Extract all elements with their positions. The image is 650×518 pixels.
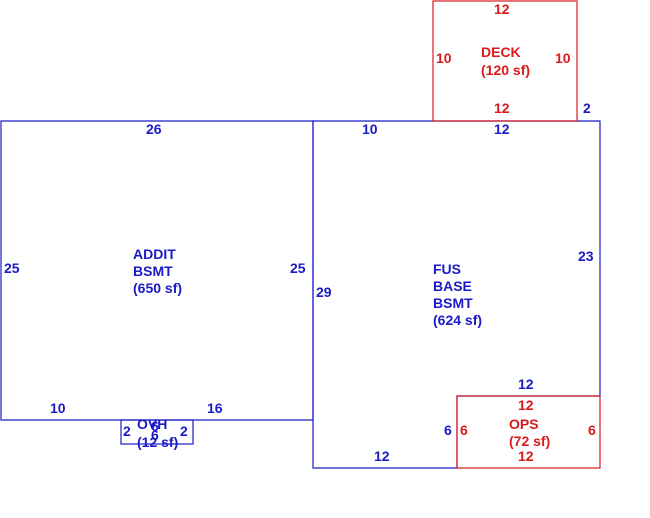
ops-bottom-dimension: 12 <box>518 448 534 464</box>
ops-label: OPS <box>509 416 539 432</box>
addit-bottom-left-dimension: 10 <box>50 400 66 416</box>
ops-outline <box>456 395 601 469</box>
ovh-top-dimension: 6 <box>151 418 159 434</box>
fus-left-dimension: 29 <box>316 284 332 300</box>
ops-area: (72 sf) <box>509 433 550 449</box>
ops-top-dimension: 12 <box>518 397 534 413</box>
deck-left-dimension: 10 <box>436 50 452 66</box>
deck-bottom-dimension: 12 <box>494 100 510 116</box>
addit-right-dimension: 25 <box>290 260 306 276</box>
ovh-label: OVH <box>137 416 167 432</box>
fus-base-bsmt-area: (624 sf) <box>433 312 482 328</box>
fus-bottom-dimension: 12 <box>374 448 390 464</box>
deck-label: DECK <box>481 44 521 60</box>
fus-right-dimension: 23 <box>578 248 594 264</box>
ovh-left-dimension: 2 <box>123 423 131 439</box>
fus-notch-left-dimension: 6 <box>444 422 452 438</box>
fus-notch-top-dimension: 12 <box>518 376 534 392</box>
fus-base-bsmt-label-line1: FUS <box>433 261 461 277</box>
fus-top-left-dimension: 10 <box>362 121 378 137</box>
addit-top-dimension: 26 <box>146 121 162 137</box>
addit-left-dimension: 25 <box>4 260 20 276</box>
deck-outline <box>432 0 578 122</box>
deck-top-dimension: 12 <box>494 1 510 17</box>
fus-top-right-dimension: 12 <box>494 121 510 137</box>
ovh-right-dimension: 2 <box>180 423 188 439</box>
ovh-bottom-dimension: 6 <box>151 427 159 443</box>
addit-bsmt-area: (650 sf) <box>133 280 182 296</box>
ops-left-dimension: 6 <box>460 422 468 438</box>
addit-bsmt-label-line1: ADDIT <box>133 246 176 262</box>
fus-base-bsmt-label-line2: BASE <box>433 278 472 294</box>
ovh-area: (12 sf) <box>137 434 178 450</box>
ovh-outline <box>120 419 194 445</box>
deck-area: (120 sf) <box>481 62 530 78</box>
ops-right-dimension: 6 <box>588 422 596 438</box>
fus-base-bsmt-label-line3: BSMT <box>433 295 473 311</box>
deck-right-dimension: 10 <box>555 50 571 66</box>
addit-bottom-right-dimension: 16 <box>207 400 223 416</box>
addit-bsmt-label-line2: BSMT <box>133 263 173 279</box>
fus-step-dimension: 2 <box>583 100 591 116</box>
